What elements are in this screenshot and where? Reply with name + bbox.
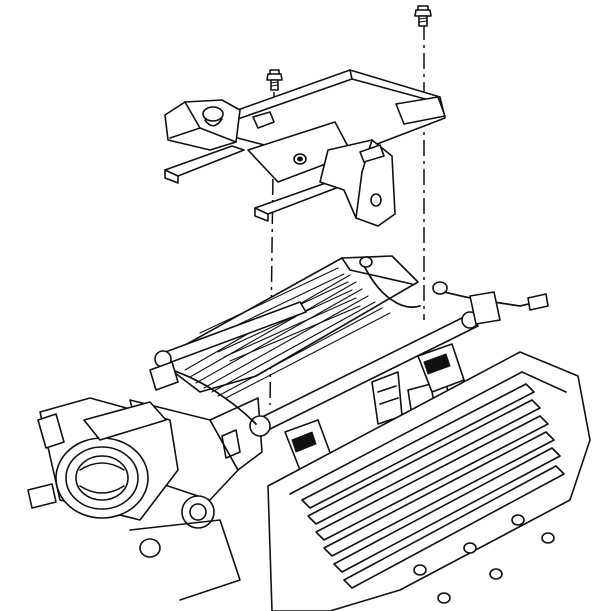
fuel-rail	[154, 281, 549, 437]
valve-cover	[267, 351, 591, 611]
valve-cover-fins	[301, 383, 565, 589]
mounting-bracket	[164, 69, 446, 227]
injector-3	[149, 361, 179, 391]
valve-cover-bolt-bosses	[413, 514, 555, 604]
fuel-injectors	[149, 343, 467, 481]
injector-2	[417, 343, 467, 403]
throttle-body	[27, 397, 241, 601]
bolt-right	[414, 5, 432, 27]
bolt-left	[266, 69, 283, 91]
